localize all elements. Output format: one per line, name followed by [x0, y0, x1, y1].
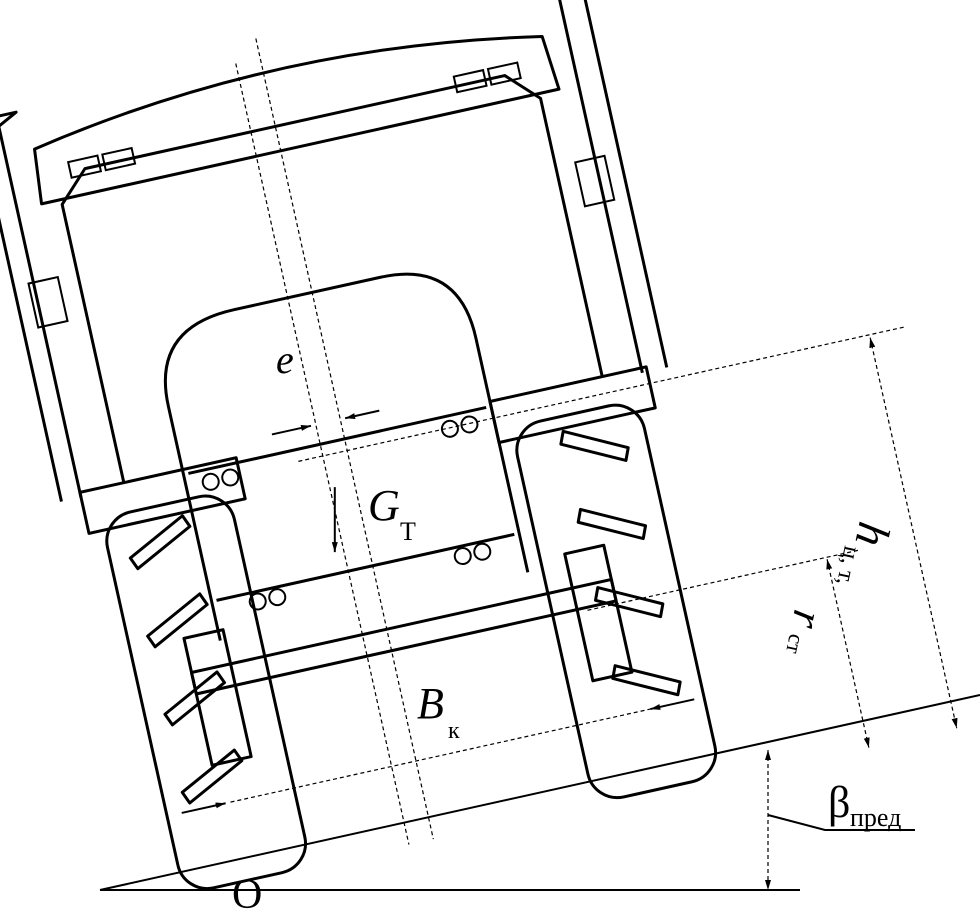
label-gravity-sub: Т — [400, 517, 416, 546]
label-track-width-sub: к — [448, 718, 460, 744]
left-exhaust — [0, 110, 83, 502]
right-exhaust — [552, 0, 669, 374]
label-static-radius: r — [781, 606, 833, 634]
left-fender — [78, 456, 247, 535]
label-gravity: G — [368, 481, 400, 530]
cab-roof — [33, 35, 561, 206]
hood — [163, 272, 530, 641]
label-cg-height-sub: ц, т, — [831, 544, 865, 588]
label-track-width: B — [417, 679, 444, 728]
front-axle — [190, 577, 618, 696]
label-static-radius-sub: ст — [781, 632, 810, 657]
cab — [60, 74, 604, 483]
label-e: e — [276, 337, 294, 382]
right-fender — [488, 365, 657, 444]
label-limit-angle: β — [828, 778, 850, 827]
cg-height-dim — [869, 337, 958, 729]
static-radius-dim — [826, 559, 870, 748]
grille — [188, 405, 515, 602]
label-origin: O — [232, 872, 262, 918]
label-limit-angle-sub: пред — [850, 803, 901, 832]
tire-treads — [128, 429, 682, 805]
